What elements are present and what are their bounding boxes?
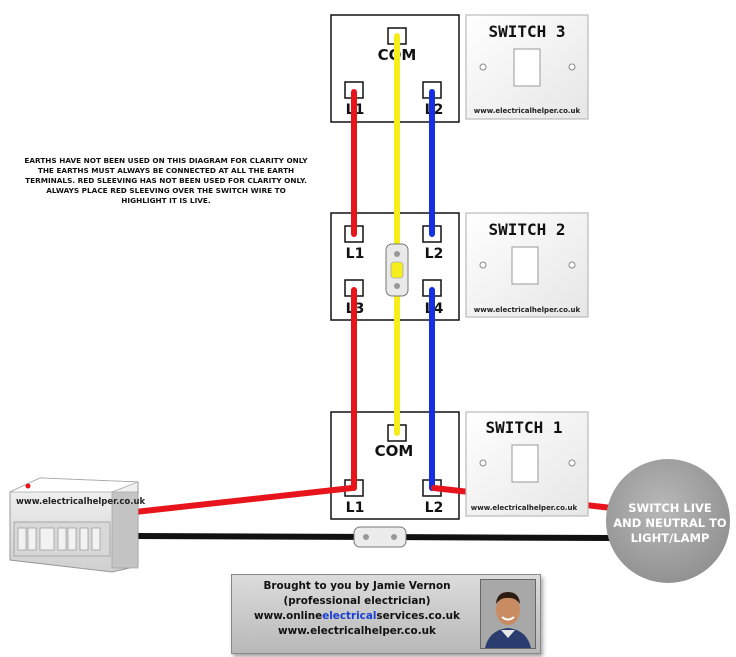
switch3-url: www.electricalhelper.co.uk <box>474 107 581 115</box>
switch2-title: SWITCH 2 <box>488 220 565 239</box>
switch2-rocker[interactable] <box>511 246 539 285</box>
credit-site-2[interactable]: www.electricalhelper.co.uk <box>278 625 436 637</box>
note-line: TERMINALS. RED SLEEVING HAS NOT BEEN USE… <box>25 176 307 185</box>
switch2-l1-label: L1 <box>346 246 365 262</box>
switch1-rocker[interactable] <box>511 444 539 483</box>
credit-site-1[interactable]: www.onlineelectricalservices.co.uk <box>254 610 460 622</box>
lamp-label-line3: LIGHT/LAMP <box>631 531 710 545</box>
switch2-plate[interactable]: SWITCH 2 www.electricalhelper.co.uk <box>465 212 589 318</box>
consumer-unit-url: www.electricalhelper.co.uk <box>16 497 146 507</box>
indicator-light-icon <box>25 483 31 489</box>
screw-icon <box>568 459 576 467</box>
switch2-l2-label: L2 <box>425 246 444 262</box>
note-line: EARTHS HAVE NOT BEEN USED ON THIS DIAGRA… <box>24 156 308 165</box>
note-line: THE EARTHS MUST ALWAYS BE CONNECTED AT A… <box>37 166 295 175</box>
author-photo <box>480 579 536 649</box>
screw-icon <box>479 459 487 467</box>
screw-icon <box>568 63 576 71</box>
switch3-plate[interactable]: SWITCH 3 www.electricalhelper.co.uk <box>465 14 589 120</box>
consumer-unit: www.electricalhelper.co.uk <box>9 477 146 573</box>
switch2-url: www.electricalhelper.co.uk <box>474 306 581 314</box>
earth-warning-note: EARTHS HAVE NOT BEEN USED ON THIS DIAGRA… <box>0 156 332 206</box>
switch1-com-label: COM <box>375 442 414 460</box>
screw-icon <box>568 261 576 269</box>
screw-icon <box>479 63 487 71</box>
credit-text: Brought to you by Jamie Vernon (professi… <box>236 579 478 639</box>
connector-block-switch2 <box>385 243 409 297</box>
note-line: HIGHLIGHT IT IS LIVE. <box>121 196 211 205</box>
red-wire-feed <box>132 485 355 515</box>
switch1-title: SWITCH 1 <box>485 418 562 437</box>
screw-icon <box>479 261 487 269</box>
switch3-rocker[interactable] <box>513 48 541 87</box>
breaker-row <box>17 527 101 551</box>
lamp-circle: SWITCH LIVE AND NEUTRAL TO LIGHT/LAMP <box>606 459 730 583</box>
note-line: ALWAYS PLACE RED SLEEVING OVER THE SWITC… <box>46 186 286 195</box>
lamp-label-line2: AND NEUTRAL TO <box>613 516 727 530</box>
switch1-l1-label: L1 <box>346 500 365 516</box>
switch3-title: SWITCH 3 <box>488 22 565 41</box>
credit-banner: Brought to you by Jamie Vernon (professi… <box>231 574 541 654</box>
credit-role: (professional electrician) <box>283 595 431 607</box>
switch1-url: www.electricalhelper.co.uk <box>471 504 578 512</box>
credit-author: Brought to you by Jamie Vernon <box>263 580 451 592</box>
lamp-label-line1: SWITCH LIVE <box>628 501 712 515</box>
wires <box>132 33 615 541</box>
switch1-l2-label: L2 <box>425 500 444 516</box>
connector-block-neutral <box>353 526 407 548</box>
switch1-plate[interactable]: SWITCH 1 www.electricalhelper.co.uk <box>465 411 589 517</box>
